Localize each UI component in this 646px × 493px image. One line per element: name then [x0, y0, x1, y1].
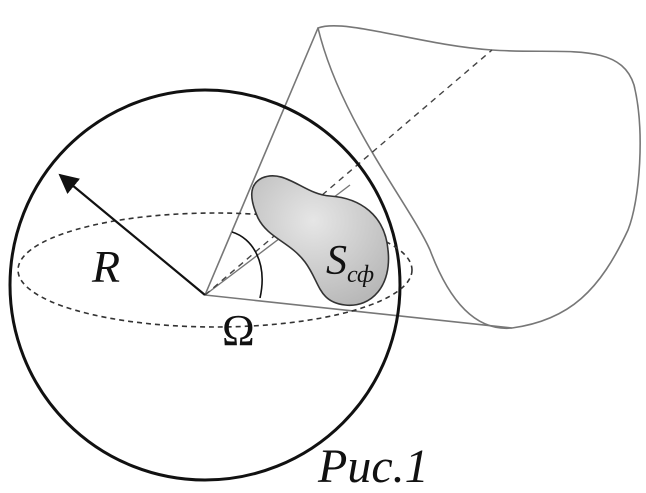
area-label-main: S: [326, 238, 347, 284]
cone-ray-top: [204, 27, 319, 296]
sphere-outline: [8, 88, 402, 482]
sphere-equator-dashed: [17, 212, 413, 328]
solid-angle-label: Ω: [222, 306, 255, 355]
spherical-area-patch: [250, 175, 390, 306]
cone-axis-dashed: [204, 49, 493, 296]
area-label: Sсф: [326, 238, 374, 288]
cone-ray-bottom: [204, 294, 513, 329]
radius-arrow: [58, 173, 206, 296]
figure-caption: Рис.1: [317, 440, 429, 493]
solid-angle-arc: [231, 231, 263, 299]
area-label-subscript: сф: [347, 262, 374, 288]
radius-label: R: [91, 241, 120, 292]
